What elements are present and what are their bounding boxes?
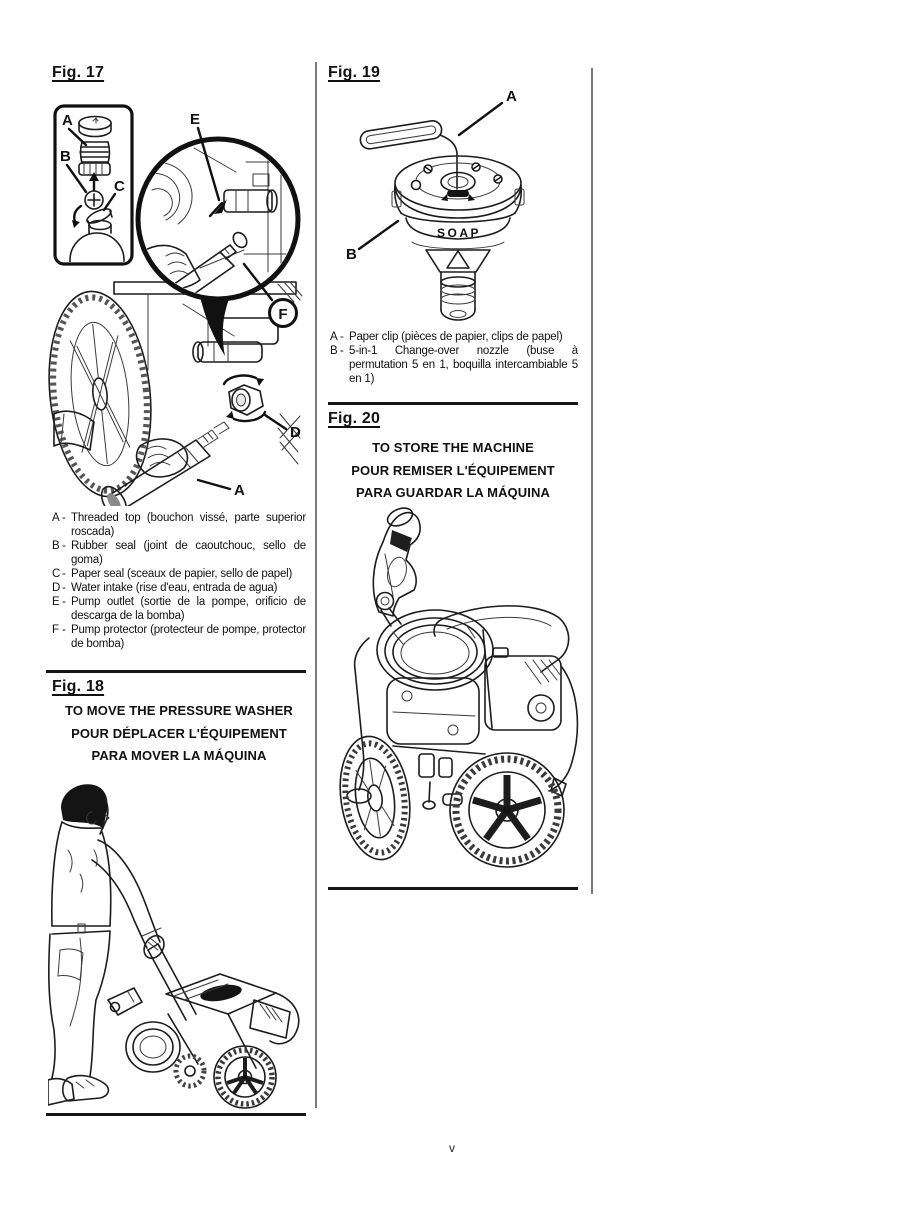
legend-item: B-5-in-1 Change-over nozzle (buse à perm…	[330, 345, 578, 385]
fig18-title: Fig. 18	[52, 678, 105, 695]
fig17-wheel	[48, 290, 152, 498]
fig20-heading-es: PARA GUARDAR LA MÁQUINA	[356, 485, 550, 500]
fig20-right-wheel	[449, 752, 565, 868]
fig18-illustration	[48, 784, 300, 1109]
fig18-person	[48, 784, 165, 1106]
column-divider-middle	[315, 62, 317, 1108]
fig18-heading-en: TO MOVE THE PRESSURE WASHER	[65, 703, 293, 718]
fig20-left-wheel	[339, 735, 411, 861]
fig20-heading-en: TO STORE THE MACHINE	[372, 440, 534, 455]
legend-item: F-Pump protector (protecteur de pompe, p…	[52, 624, 306, 650]
legend-item: B-Rubber seal (joint de caoutchouc, sell…	[52, 540, 306, 566]
part-label-f: F	[278, 306, 287, 323]
section-rule	[328, 887, 578, 890]
legend-item: D-Water intake (rise d'eau, entrada de a…	[52, 582, 278, 594]
legend-item: A-Paper clip (pièces de papier, clips de…	[330, 331, 563, 343]
fig20-heading-fr: POUR REMISER L'ÉQUIPEMENT	[351, 462, 555, 478]
column-divider-right	[591, 68, 593, 894]
part-label-a: A	[234, 482, 245, 499]
fig20-illustration	[339, 507, 579, 868]
section-rule	[46, 670, 306, 673]
inset-label-a: A	[62, 112, 73, 129]
fig20-title: Fig. 20	[328, 410, 381, 427]
fig20-headings: TO STORE THE MACHINE POUR REMISER L'ÉQUI…	[328, 437, 578, 505]
fig17-hand-bottle	[53, 410, 230, 506]
fig19-legend: A-Paper clip (pièces de papier, clips de…	[330, 330, 578, 386]
fig17-right-wheel-hatch	[277, 413, 301, 465]
inset-label-c: C	[114, 178, 125, 195]
part-label-e: E	[190, 111, 200, 128]
fig18-heading-fr: POUR DÉPLACER L'ÉQUIPEMENT	[71, 725, 287, 741]
fig20-engine	[484, 647, 562, 731]
part-label-d: D	[290, 424, 301, 441]
fig17-pump	[182, 303, 279, 363]
fig18-pressure-washer	[107, 943, 300, 1109]
legend-item: C-Paper seal (sceaux de papier, sello de…	[52, 568, 293, 580]
fig17-callout-circle: E F	[135, 111, 301, 356]
fig17-title: Fig. 17	[52, 64, 105, 81]
fig17-legend: A-Threaded top (bouchon vissé, parte sup…	[52, 511, 306, 651]
fig19-nozzle: A	[346, 88, 525, 321]
fig20-spray-gun	[372, 507, 421, 627]
fig18-headings: TO MOVE THE PRESSURE WASHER POUR DÉPLACE…	[51, 700, 307, 768]
fig17-inset-box: A B C	[53, 104, 134, 266]
fig17-water-intake-nut	[222, 374, 267, 423]
inset-label-b: B	[60, 148, 71, 165]
fig19-title: Fig. 19	[328, 64, 381, 81]
part-label-b: B	[346, 246, 357, 263]
fig17-illustration: D A	[48, 104, 303, 506]
soap-text: SOAP	[437, 226, 481, 240]
legend-item: A-Threaded top (bouchon vissé, parte sup…	[52, 512, 306, 538]
fig17-machine: D A	[48, 281, 303, 506]
fig19-illustration: A	[346, 88, 525, 321]
part-label-a: A	[506, 88, 517, 105]
legend-item: E-Pump outlet (sortie de la pompe, orifi…	[52, 596, 306, 622]
fig20-stored-machine	[339, 507, 579, 868]
page-number: v	[449, 1141, 455, 1155]
section-rule	[328, 402, 578, 405]
section-rule	[46, 1113, 306, 1116]
fig18-heading-es: PARA MOVER LA MÁQUINA	[91, 748, 267, 763]
